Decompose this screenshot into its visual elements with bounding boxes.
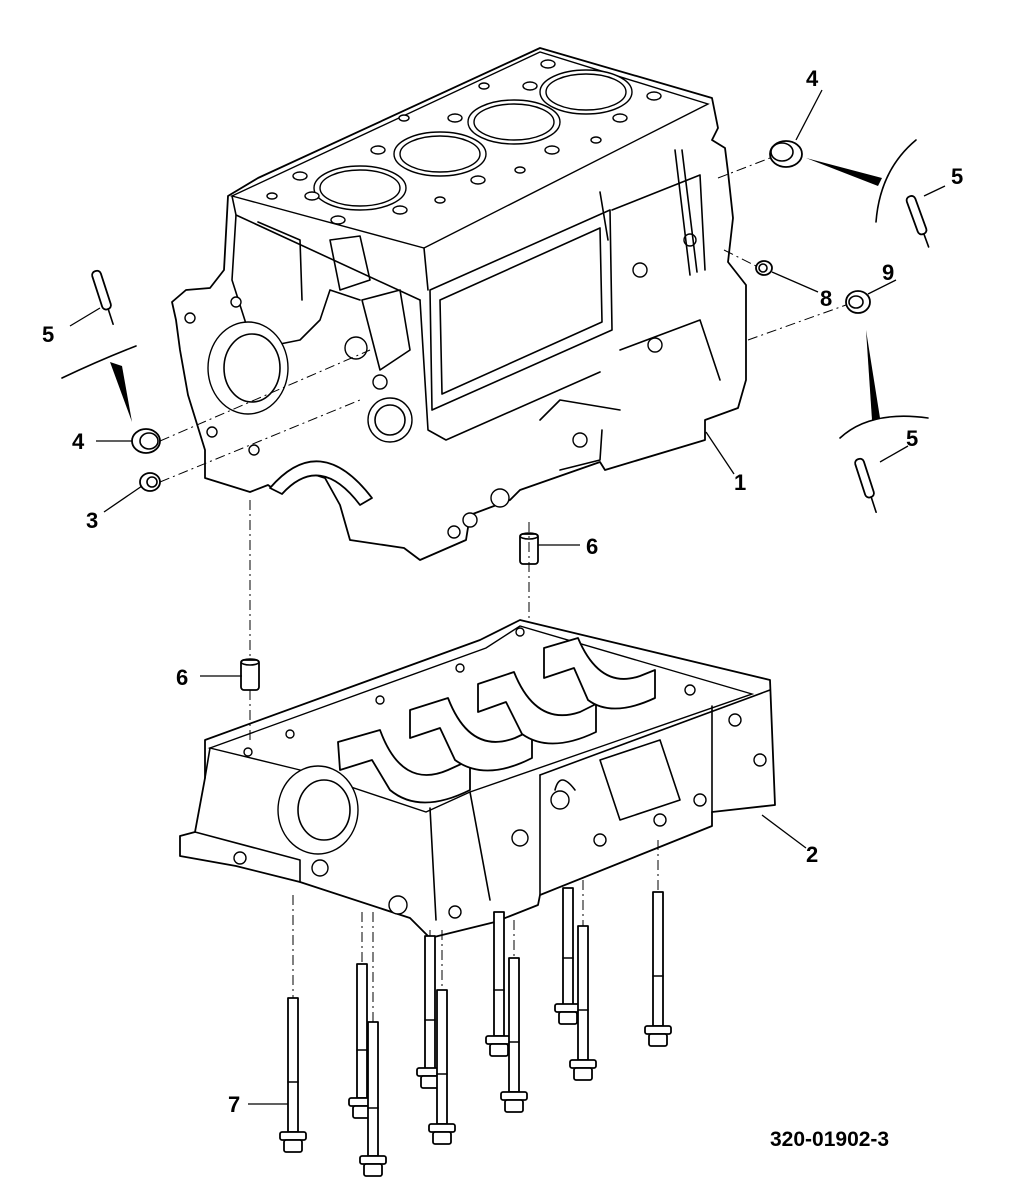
callout-9: 9	[882, 260, 894, 285]
plug-right-lower	[845, 290, 871, 314]
main-bearing-saddle-2	[409, 697, 533, 772]
sealant-applicator-icon	[61, 139, 930, 514]
callout-6-upper: 6	[586, 534, 598, 559]
figure-id: 320-01902-3	[770, 1128, 889, 1151]
callout-4-left: 4	[72, 429, 85, 454]
assembly-centerlines	[159, 157, 847, 1022]
bolt	[279, 997, 307, 1153]
core-plug-left	[131, 428, 161, 454]
callout-2: 2	[806, 842, 818, 867]
plug-small-right	[755, 260, 773, 276]
bolt	[554, 887, 582, 1025]
callout-5-lower-right: 5	[906, 426, 918, 451]
callout-1: 1	[734, 470, 746, 495]
bolt	[428, 989, 456, 1145]
callout-5-top-right: 5	[951, 164, 963, 189]
bolt	[644, 891, 672, 1047]
callout-5-left: 5	[42, 322, 54, 347]
callout-4-right: 4	[806, 66, 819, 91]
callout-7: 7	[228, 1092, 240, 1117]
front-bore	[207, 321, 289, 415]
main-bearing-saddle-4	[543, 637, 656, 710]
bolt	[485, 911, 513, 1057]
crank-half-bore	[269, 460, 373, 506]
bolt	[359, 1021, 387, 1177]
callout-6-lower: 6	[176, 665, 188, 690]
main-bearing-bolts	[279, 887, 672, 1177]
callout-8: 8	[820, 286, 832, 311]
cylinder-block-upper	[171, 47, 747, 561]
crankcase-lower	[179, 619, 776, 939]
core-plug-right	[769, 140, 803, 168]
dowel-lower	[240, 658, 260, 691]
bolt	[500, 957, 528, 1113]
callout-3: 3	[86, 508, 98, 533]
main-bearing-saddle-1	[337, 729, 471, 804]
bolt	[569, 925, 597, 1081]
callout-leaders	[69, 89, 946, 1105]
main-bearing-saddle-3	[477, 671, 597, 745]
deck-holes	[266, 59, 662, 225]
plug-small	[139, 472, 161, 492]
front-crank-bore	[277, 765, 359, 855]
